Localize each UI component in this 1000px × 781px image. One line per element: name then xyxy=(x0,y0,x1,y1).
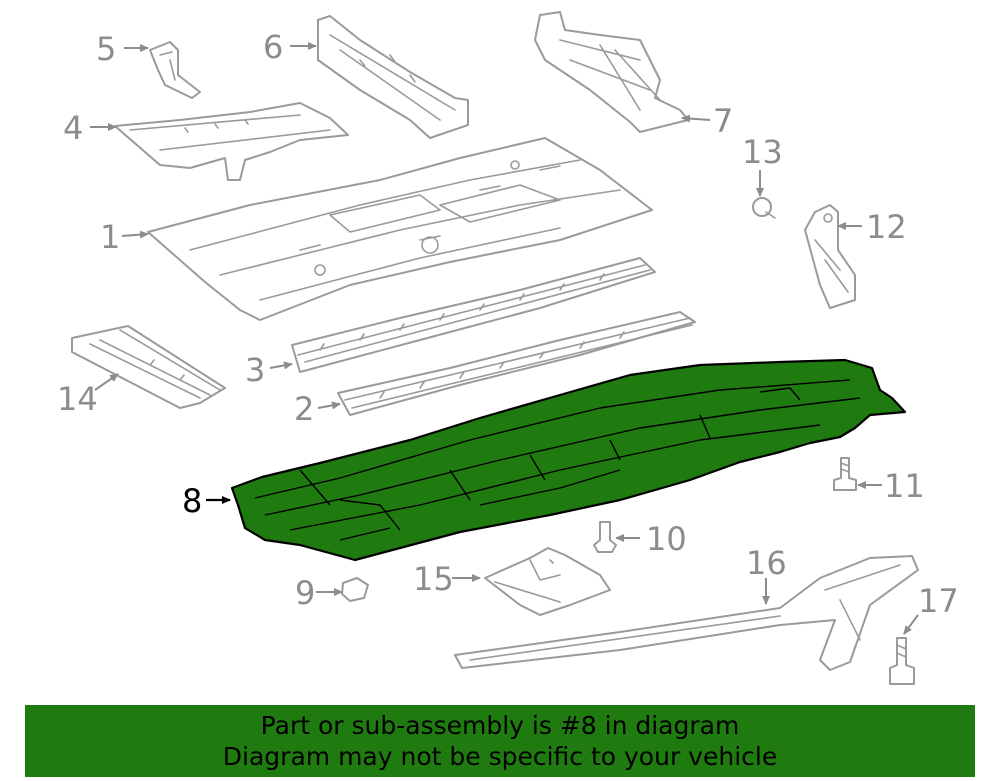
callout-15: 15 xyxy=(413,560,454,598)
callout-16: 16 xyxy=(746,544,787,582)
part-14-bracket xyxy=(71,325,226,409)
banner-line-1: Part or sub-assembly is #8 in diagram xyxy=(260,711,740,740)
callout-10: 10 xyxy=(646,520,687,558)
callout-17: 17 xyxy=(918,582,959,620)
part-8-undercover-highlighted xyxy=(230,358,907,562)
callout-4: 4 xyxy=(63,109,83,147)
part-5-bracket xyxy=(149,41,201,99)
callout-12: 12 xyxy=(866,208,907,246)
callout-5: 5 xyxy=(96,30,116,68)
part-6-rail xyxy=(317,15,469,139)
callout-6: 6 xyxy=(263,28,283,66)
part-16-brace xyxy=(454,555,919,671)
part-15-bracket xyxy=(484,547,611,616)
banner-line-2: Diagram may not be specific to your vehi… xyxy=(222,742,778,771)
callout-8: 8 xyxy=(182,482,202,520)
part-12-bracket xyxy=(804,204,856,309)
callout-1: 1 xyxy=(100,218,120,256)
callout-13: 13 xyxy=(742,133,783,171)
info-banner: Part or sub-assembly is #8 in diagram Di… xyxy=(25,705,975,777)
part-13-clip xyxy=(752,197,776,219)
part-3-rail xyxy=(291,257,656,373)
callout-arrows xyxy=(90,42,919,635)
part-10-clip xyxy=(593,521,617,553)
part-4-crossmember xyxy=(114,102,349,181)
callout-11: 11 xyxy=(884,467,925,505)
part-2-rail xyxy=(337,311,696,416)
part-7-bracket xyxy=(534,11,689,133)
callout-7: 7 xyxy=(713,102,733,140)
callout-3: 3 xyxy=(245,351,265,389)
part-1-floor-pan xyxy=(147,137,653,321)
callout-2: 2 xyxy=(294,390,314,428)
part-9-nut xyxy=(341,577,369,602)
callout-14: 14 xyxy=(57,380,98,418)
part-17-bolt xyxy=(889,637,915,685)
callout-9: 9 xyxy=(295,574,315,612)
parts-diagram: 5 6 7 4 13 1 12 3 14 2 8 11 10 9 15 16 1… xyxy=(57,11,959,685)
part-11-bolt xyxy=(833,457,857,491)
